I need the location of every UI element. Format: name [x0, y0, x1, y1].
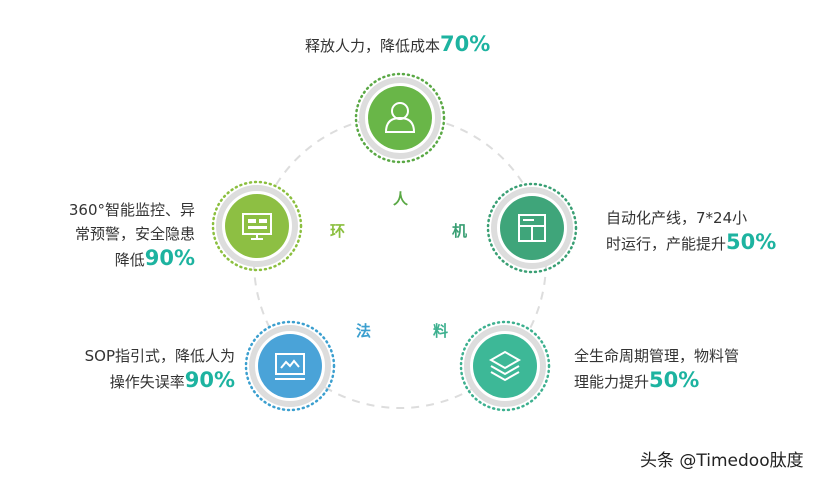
node-machine [486, 182, 578, 274]
node-material [459, 320, 551, 412]
label-material: 料 [433, 322, 449, 340]
label-method: 法 [356, 322, 372, 340]
node-dotted-arc [486, 182, 578, 274]
machine-text: 自动化产线，7*24小时运行，产能提升50% [606, 209, 777, 254]
environment-text: 360°智能监控、异常预警，安全隐患降低90% [68, 201, 195, 270]
user-icon [384, 102, 416, 133]
node-method [244, 320, 336, 412]
node-dotted-arc [244, 320, 336, 412]
material-text: 全生命周期管理，物料管理能力提升50% [574, 347, 740, 392]
node-dotted-arc [459, 320, 551, 412]
node-environment [211, 180, 303, 272]
label-person: 人 [393, 190, 409, 208]
node-dotted-arc [211, 180, 303, 272]
node-person [354, 72, 446, 164]
node-circle [473, 334, 537, 398]
layout-panel-icon [518, 214, 546, 242]
watermark: 头条 @Timedoo肽度 [640, 451, 804, 471]
person-text: 释放人力，降低成本70% [305, 32, 491, 56]
monitor-chart-icon [275, 353, 305, 380]
layers-icon [488, 350, 522, 382]
monitor-dashboard-icon [242, 213, 272, 240]
label-machine: 机 [452, 222, 468, 240]
method-text: SOP指引式，降低人为操作失误率90% [84, 347, 235, 392]
node-dotted-arc [354, 72, 446, 164]
label-environment: 环 [330, 222, 346, 240]
